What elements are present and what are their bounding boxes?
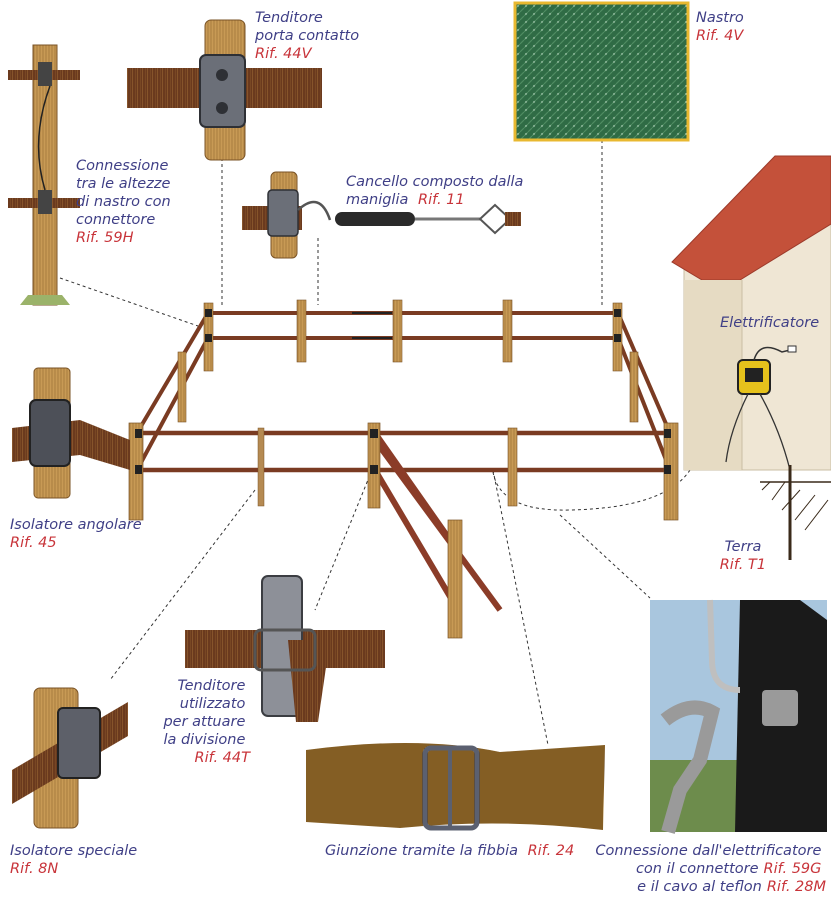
- isolatore-angolare-illustration: [12, 367, 130, 499]
- label-isolatore-angolare: Isolatore angolare Rif. 45: [10, 517, 146, 551]
- ref-28m: Rif. 28M: [767, 879, 827, 895]
- house: [671, 155, 831, 471]
- label-nastro: Nastro Rif. 4V: [696, 10, 748, 44]
- label-tenditore-contatto: Tenditore porta contatto Rif. 44V: [254, 10, 364, 62]
- nastro-sample: [513, 1, 690, 142]
- ref-11: Rif. 11: [418, 192, 465, 208]
- pole-connector-illustration: [8, 44, 80, 306]
- ref-44t: Rif. 44T: [195, 750, 252, 766]
- isolatore-speciale-illustration: [12, 687, 128, 829]
- fence: [128, 299, 679, 639]
- label-connessione-elettrificatore: Connessione dall'elettrificatore con il …: [595, 843, 826, 895]
- ref-59h: Rif. 59H: [76, 230, 134, 246]
- tenditore-divisione-illustration: [185, 575, 385, 722]
- electrifier-device: [725, 345, 797, 471]
- ground-rod: [760, 465, 831, 560]
- ref-t1: Rif. T1: [720, 557, 766, 573]
- ref-24: Rif. 24: [528, 843, 575, 859]
- giunzione-illustration: [306, 742, 605, 831]
- label-cancello: Cancello composto dalla maniglia Rif. 11: [346, 174, 528, 208]
- label-terra: Terra Rif. T1: [720, 539, 766, 573]
- ref-4v: Rif. 4V: [696, 28, 744, 44]
- label-tenditore-divisione: Tenditore utilizzato per attuare la divi…: [162, 678, 251, 766]
- cancello-illustration: [242, 171, 521, 259]
- tenditore-contatto-illustration: [127, 19, 322, 161]
- label-connessione-altezze: Connessione tra le altezze di nastro con…: [76, 158, 175, 246]
- leader-lines: [59, 140, 731, 746]
- ref-59g: Rif. 59G: [764, 861, 822, 877]
- ref-45: Rif. 45: [10, 535, 57, 551]
- gate-post: [447, 519, 463, 639]
- ref-8n: Rif. 8N: [10, 861, 58, 877]
- label-elettrificatore: Elettrificatore: [720, 315, 819, 331]
- label-isolatore-speciale: Isolatore speciale Rif. 8N: [10, 843, 142, 877]
- ref-44v: Rif. 44V: [255, 46, 313, 62]
- connettore-photo: [650, 599, 827, 834]
- label-giunzione: Giunzione tramite la fibbia Rif. 24: [325, 843, 574, 859]
